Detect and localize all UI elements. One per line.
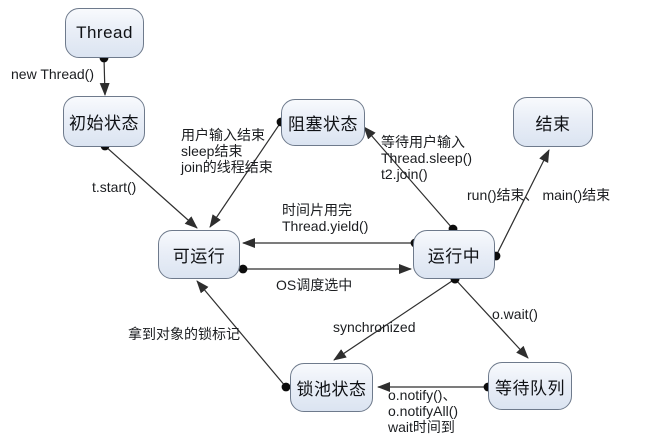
edge-thread-to-initial-label: new Thread() (11, 66, 95, 82)
node-lock-pool-state-label: 锁池状态 (296, 380, 367, 399)
edge-initial-to-runnable (104, 145, 198, 229)
edge-running-to-lock-pool-label: synchronized (333, 319, 416, 335)
node-runnable-state: 可运行 (158, 230, 240, 279)
node-blocked-state: 阻塞状态 (281, 99, 365, 146)
node-runnable-state-label: 可运行 (172, 247, 226, 266)
edge-lock-pool-to-runnable (196, 280, 287, 388)
edge-running-to-lock-pool (333, 278, 456, 361)
edge-running-to-end-label: run()结束、 main()结束 (467, 187, 611, 203)
edge-lock-pool-to-runnable-label: 拿到对象的锁标记 (128, 326, 240, 342)
edge-running-to-wait-queue (454, 278, 529, 359)
edge-lock-pool-to-runnable-origin-dot (281, 382, 291, 392)
edge-wait-queue-to-lock-pool-label: o.notify()、 o.notifyAll() wait时间到 (388, 387, 459, 435)
node-running-state-label: 运行中 (427, 247, 481, 266)
edge-runnable-to-running-label: OS调度选中 (276, 277, 353, 293)
edge-initial-to-runnable-label: t.start() (92, 179, 137, 195)
node-wait-queue-state: 等待队列 (488, 362, 572, 410)
node-thread: Thread (65, 8, 144, 58)
node-blocked-state-label: 阻塞状态 (288, 115, 358, 134)
node-wait-queue-state-label: 等待队列 (495, 378, 565, 398)
edge-thread-to-initial (99, 57, 110, 96)
edge-running-to-blocked (363, 126, 454, 230)
node-initial-state: 初始状态 (63, 96, 145, 147)
node-running-state: 运行中 (413, 230, 495, 279)
edge-running-to-runnable-label: 时间片用完 Thread.yield() (282, 202, 369, 234)
edge-blocked-to-runnable-label: 用户输入结束 sleep结束 join的线程结束 (181, 127, 273, 175)
edge-runnable-to-running-origin-dot (238, 264, 248, 274)
edge-running-to-blocked-label: 等待用户输入 Thread.sleep() t2.join() (381, 134, 473, 182)
edge-running-to-end (495, 149, 550, 257)
node-lock-pool-state: 锁池状态 (290, 363, 373, 412)
node-end-state-label: 结束 (535, 114, 571, 134)
node-end-state: 结束 (513, 97, 593, 147)
edge-blocked-to-runnable (209, 121, 282, 228)
node-thread-label: Thread (76, 23, 133, 42)
node-initial-state-label: 初始状态 (69, 114, 139, 133)
edge-running-to-wait-queue-label: o.wait() (492, 306, 538, 322)
